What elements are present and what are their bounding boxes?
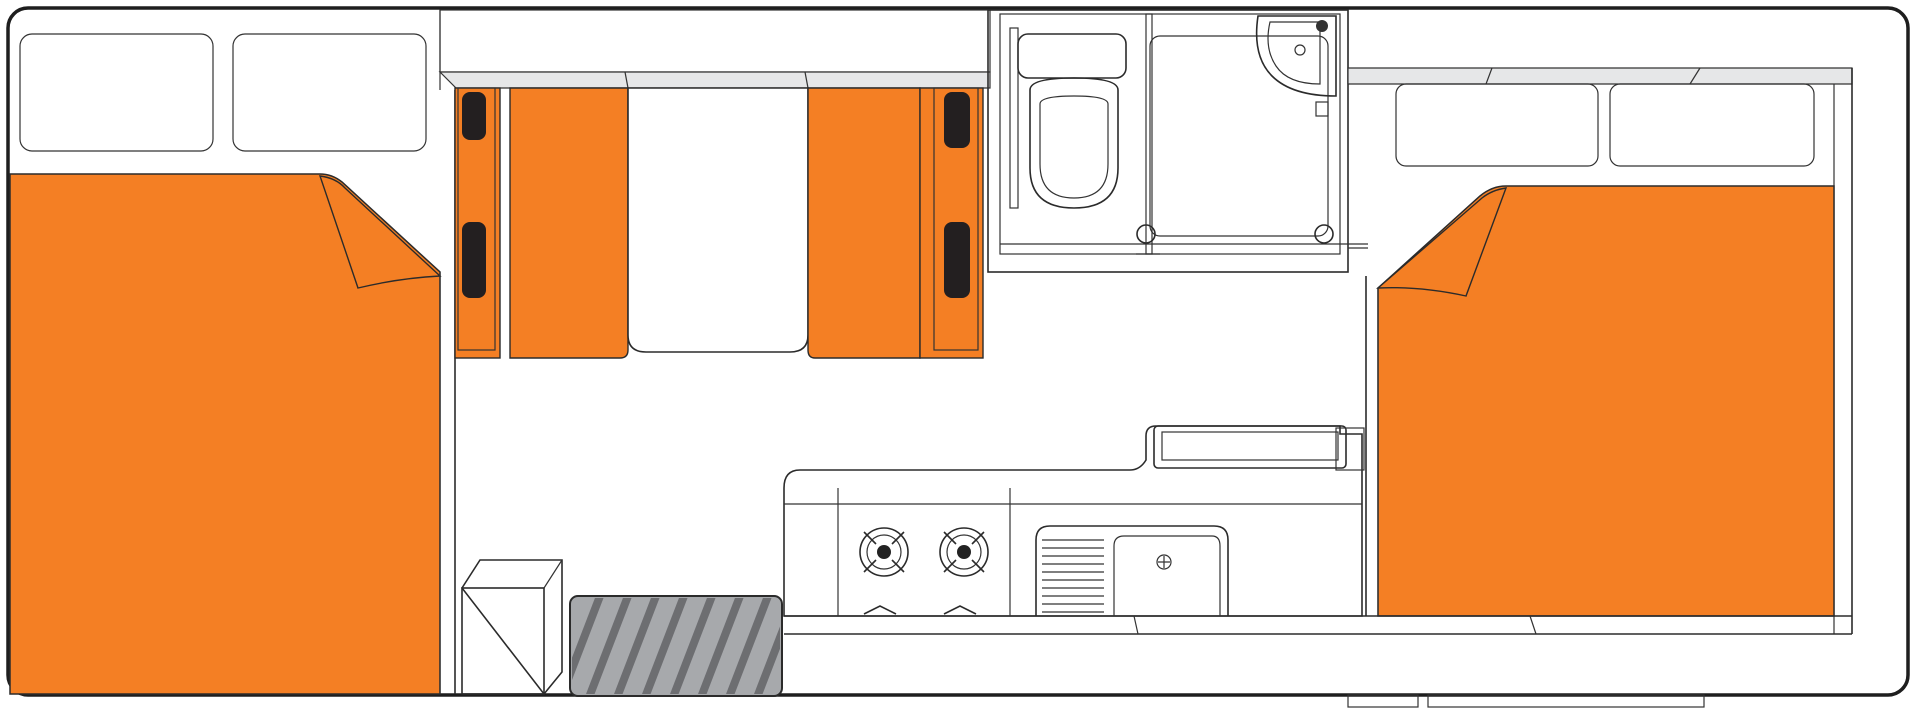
toilet-icon [1009, 27, 1127, 209]
bathroom [987, 9, 1368, 273]
drainer [1042, 539, 1104, 613]
basin-icon [1255, 15, 1337, 117]
entry-step [1347, 694, 1705, 708]
kitchen [783, 425, 1852, 635]
seatbelt [462, 92, 486, 140]
seatbelt [944, 222, 970, 298]
front-bed-pillow-fold [1376, 187, 1508, 297]
dinette-overhead [438, 9, 991, 89]
sink-icon [1035, 525, 1229, 616]
rear-overhead-cabinets [19, 33, 427, 152]
dinette-table [627, 87, 809, 353]
rear-bed [9, 173, 442, 695]
entry-mat [569, 595, 783, 697]
shower-icon [1136, 35, 1334, 255]
stove-icon [859, 527, 989, 615]
seatbelt [462, 222, 486, 298]
dinette-seat-right [807, 87, 984, 359]
appliance-lid [1153, 425, 1365, 471]
fridge-icon [461, 559, 563, 696]
front-bed [1365, 185, 1835, 617]
seatbelt [944, 92, 970, 148]
dinette-seat-left [454, 87, 629, 359]
